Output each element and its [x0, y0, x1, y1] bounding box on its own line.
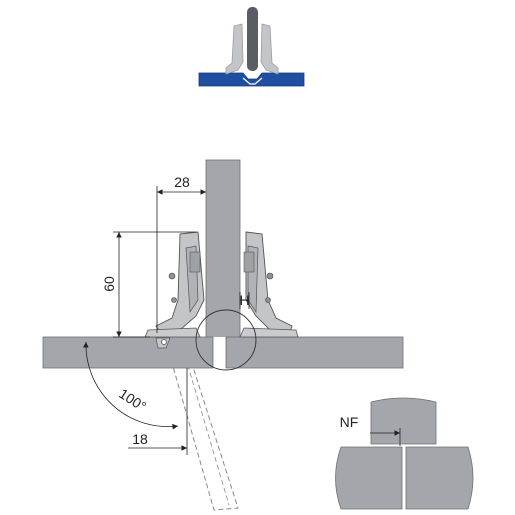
height-marker: H [239, 292, 250, 309]
detail-bottom-left-panel [335, 446, 403, 510]
detail-view: NF [335, 397, 474, 510]
dimension-overlay-value: 28 [174, 174, 190, 190]
height-marker-label: H [239, 292, 249, 308]
left-hinge-silhouette [225, 23, 244, 75]
dimension-clearance-value: 18 [132, 431, 148, 447]
detail-circle [195, 309, 257, 371]
dark-center-rod [247, 7, 258, 71]
dimension-hinge-height-value: 60 [101, 276, 117, 292]
blue-profile-base [198, 72, 305, 87]
dimension-clearance: 18 [128, 368, 188, 455]
dimension-overlay: 28 [156, 174, 206, 333]
door-gap-fill [213, 337, 226, 368]
blue-profile-groove [242, 77, 263, 85]
left-door-panel [42, 336, 214, 369]
detail-label: NF [340, 414, 359, 430]
dimension-hinge-height: 60 [101, 231, 196, 338]
cabinet-side-panel [205, 159, 241, 344]
right-door-panel [225, 336, 404, 369]
right-hinge-silhouette [260, 23, 279, 75]
right-hinge [239, 231, 299, 338]
detail-bottom-right-panel [405, 446, 474, 510]
left-hinge [144, 231, 205, 349]
detail-top-panel [370, 397, 437, 445]
top-profile-icon [198, 7, 305, 87]
dimension-opening-angle-value: 100° [116, 385, 149, 414]
